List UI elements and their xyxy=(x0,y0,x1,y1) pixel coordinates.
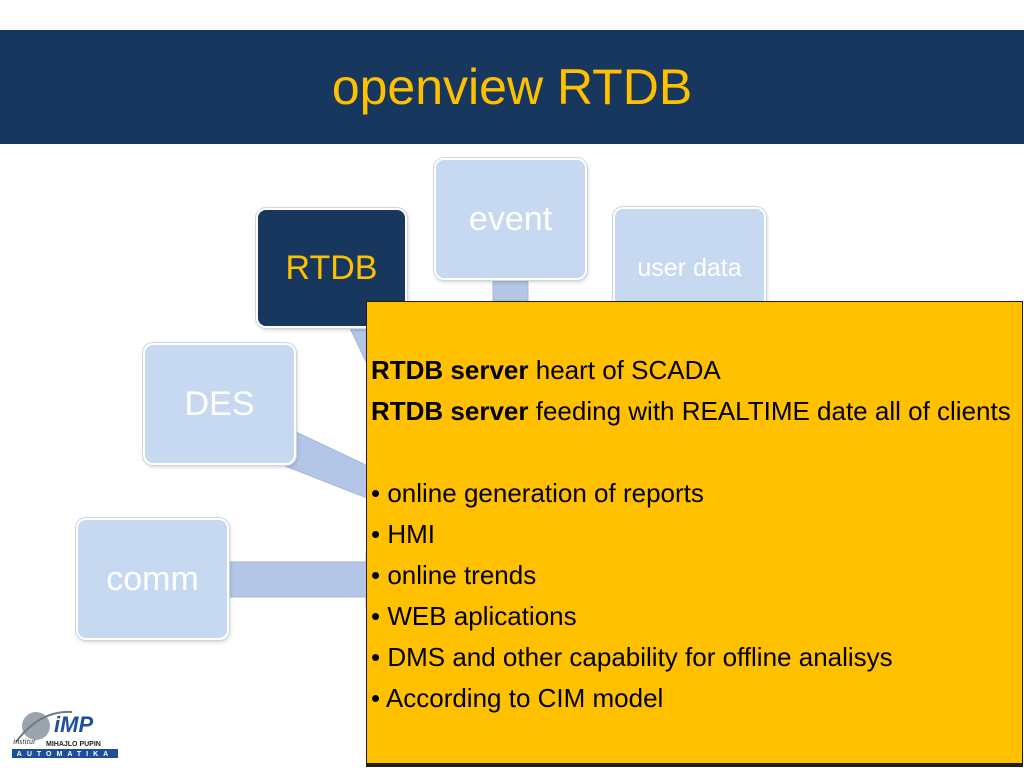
logo-mark: iMP xyxy=(54,712,93,737)
callout-spacer xyxy=(371,432,1022,473)
title-bar xyxy=(0,30,1024,144)
callout-bullet: • online trends xyxy=(371,560,537,590)
node-des: DES xyxy=(143,343,296,465)
logo-sub-bar xyxy=(12,749,118,758)
callout-line-2-text: feeding with REALTIME date all of client… xyxy=(528,396,1011,426)
logo-small-text: institut xyxy=(13,737,36,746)
callout-line-1-bold: RTDB server xyxy=(371,355,529,385)
node-rtdb-label: RTDB xyxy=(285,248,378,287)
slide-title: openview RTDB xyxy=(331,59,693,115)
node-comm: comm xyxy=(76,518,229,640)
node-event-label: event xyxy=(468,199,553,238)
callout-bullet: • According to CIM model xyxy=(371,683,664,713)
arrow-event xyxy=(492,280,529,302)
logo-sub: AUTOMATIKA xyxy=(17,751,113,758)
arrow-des xyxy=(284,431,373,501)
node-comm-label: comm xyxy=(106,559,199,598)
callout-bullet: • WEB aplications xyxy=(371,601,577,631)
callout-bullet: • HMI xyxy=(371,519,435,549)
callout-line-1: RTDB server heart of SCADA xyxy=(371,350,1022,391)
callout-line-1-text: heart of SCADA xyxy=(528,355,721,385)
callout-bullet: • DMS and other capability for offline a… xyxy=(371,642,893,672)
institute-logo: institut iMP MIHAJLO PUPIN AUTOMATIKA xyxy=(12,710,118,758)
callout-line-2-bold: RTDB server xyxy=(371,396,529,426)
callout-bullet: • online generation of reports xyxy=(371,478,704,508)
node-event: event xyxy=(434,158,587,280)
callout-line-2: RTDB server feeding with REALTIME date a… xyxy=(371,391,1022,432)
node-des-label: DES xyxy=(184,384,255,423)
arrow-comm xyxy=(228,551,373,609)
node-user-data-label: user data xyxy=(637,253,742,282)
arrow-rtdb xyxy=(349,327,367,363)
logo-swoosh-icon xyxy=(15,710,73,743)
rtdb-callout-box: RTDB server heart of SCADA RTDB server f… xyxy=(366,301,1023,767)
logo-name: MIHAJLO PUPIN xyxy=(46,741,101,748)
